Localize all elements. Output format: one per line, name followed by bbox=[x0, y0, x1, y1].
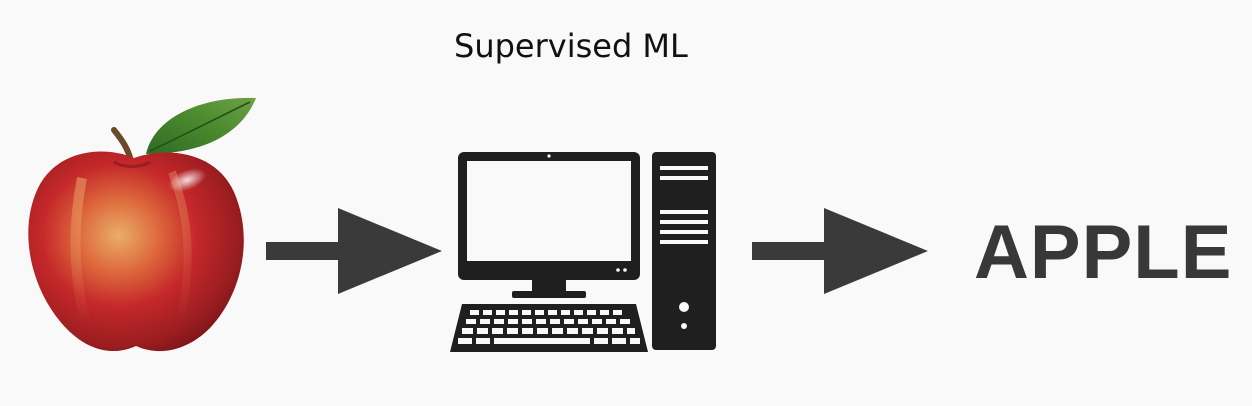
output-label: APPLE bbox=[974, 210, 1233, 295]
desktop-computer-icon bbox=[450, 152, 716, 352]
right-arrow-icon bbox=[752, 208, 928, 294]
apple-body bbox=[28, 151, 244, 352]
computer-tower-icon bbox=[652, 152, 716, 350]
apple-image bbox=[28, 97, 256, 352]
right-arrow-icon bbox=[266, 208, 442, 294]
keyboard-icon bbox=[450, 304, 648, 352]
diagram-title: Supervised ML bbox=[454, 27, 688, 65]
